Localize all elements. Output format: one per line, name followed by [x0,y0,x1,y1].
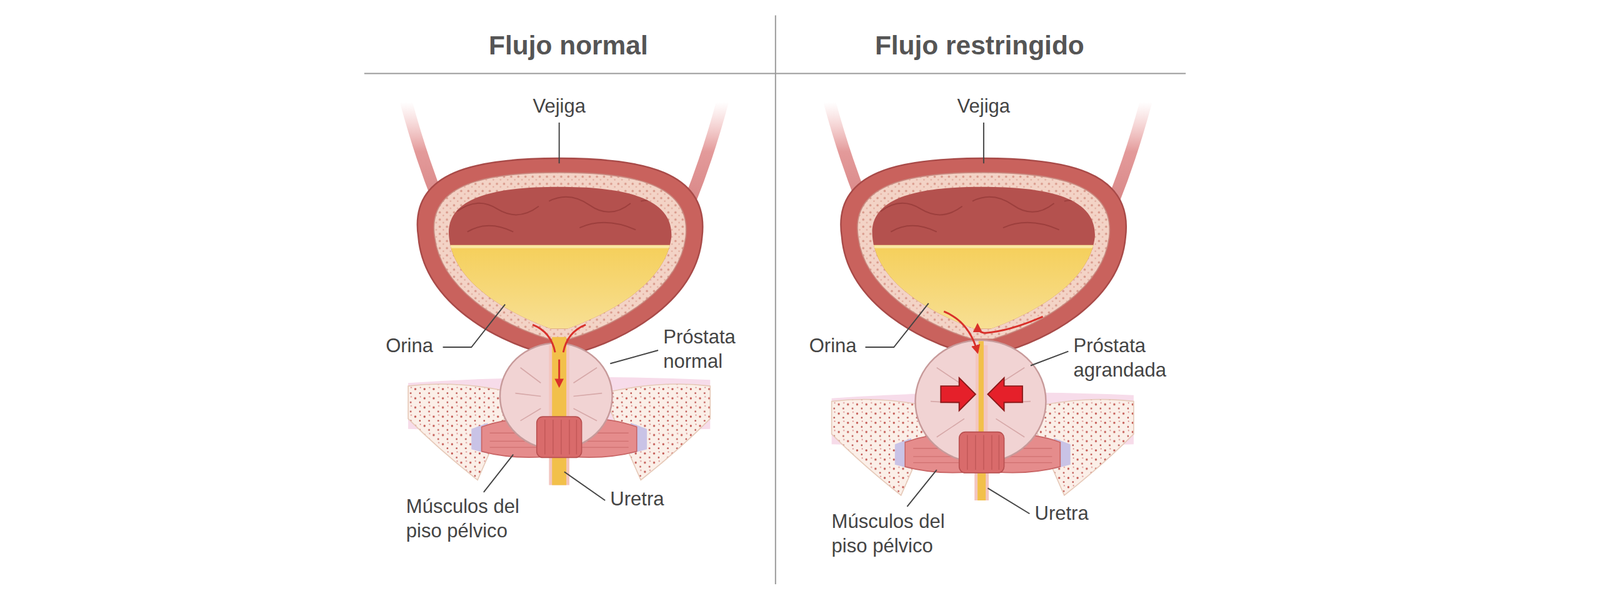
part-label: Vejiga [957,93,1011,119]
part-label: Próstata normal [663,324,765,374]
panel-title: Flujo restringido [875,29,1085,60]
part-label: Músculos del piso pélvico [831,509,970,559]
panel-title: Flujo normal [488,29,649,60]
part-label: Orina [809,333,857,359]
part-label: Orina [385,333,434,359]
leader-lines [443,122,1069,514]
normal-anatomy [406,101,723,485]
panel-divider [775,15,777,584]
part-label: Uretra [1035,501,1089,526]
part-label: Músculos del piso pélvico [406,493,544,543]
part-label: Uretra [610,486,664,512]
part-label: Vejiga [532,93,586,119]
restricted-anatomy [829,101,1146,500]
part-label: Próstata agrandada [1073,333,1176,383]
